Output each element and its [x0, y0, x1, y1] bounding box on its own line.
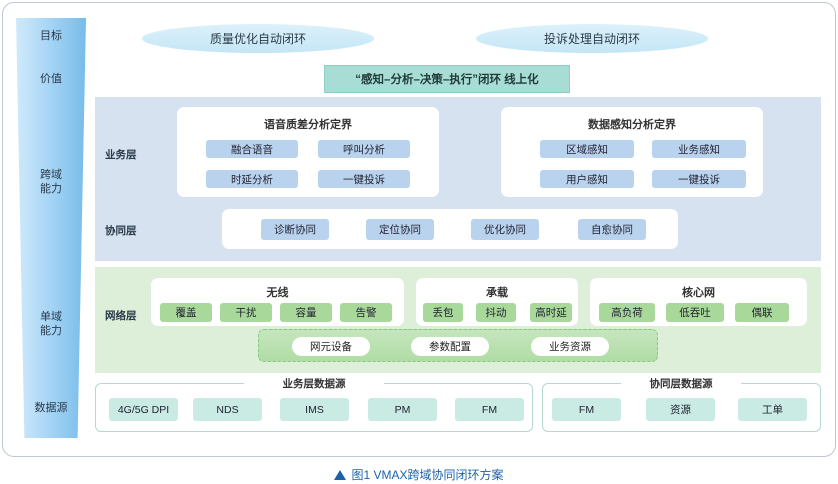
- wireless-item: 告警: [340, 303, 392, 322]
- goal-complaint: 投诉处理自动闭环: [476, 24, 708, 53]
- wireless-title: 无线: [266, 287, 289, 299]
- wireless-item: 干扰: [220, 303, 272, 322]
- datasource-item: 工单: [738, 398, 807, 421]
- figure-caption-text: 图1 VMAX跨域协同闭环方案: [351, 468, 504, 482]
- label-single-domain: 单域 能力: [40, 311, 62, 337]
- coop-item: 优化协同: [471, 219, 539, 240]
- label-cross-domain: 跨域 能力: [40, 169, 62, 195]
- coop-item: 自愈协同: [578, 219, 646, 240]
- label-value: 价值: [40, 73, 62, 85]
- resource-item: 网元设备: [292, 337, 370, 356]
- value-box: “感知–分析–决策–执行”闭环 线上化: [324, 65, 570, 93]
- label-datasource: 数据源: [34, 402, 68, 414]
- coop-item: 定位协同: [366, 219, 434, 240]
- core-title: 核心网: [682, 287, 715, 299]
- coop-datasource-title: 协同层数据源: [621, 376, 741, 391]
- left-category-bar: [16, 18, 86, 438]
- wireless-item: 容量: [280, 303, 332, 322]
- data-panel-title: 数据感知分析定界: [588, 119, 676, 131]
- datasource-item: 资源: [646, 398, 715, 421]
- bearer-title: 承载: [486, 287, 508, 299]
- data-item: 一键投诉: [652, 170, 746, 188]
- business-layer-label: 业务层: [105, 149, 137, 161]
- datasource-item: FM: [552, 398, 621, 421]
- coop-item: 诊断协同: [261, 219, 329, 240]
- datasource-item: NDS: [193, 398, 262, 421]
- resource-item: 业务资源: [531, 337, 609, 356]
- label-goal: 目标: [40, 30, 62, 42]
- bearer-item: 抖动: [476, 303, 516, 322]
- core-item: 偶联: [735, 303, 789, 322]
- triangle-icon: [334, 470, 347, 480]
- voice-item: 时延分析: [206, 170, 298, 188]
- datasource-item: 4G/5G DPI: [109, 398, 178, 421]
- data-item: 区域感知: [540, 140, 634, 158]
- datasource-item: FM: [455, 398, 524, 421]
- data-item: 用户感知: [540, 170, 634, 188]
- voice-item: 一键投诉: [318, 170, 410, 188]
- datasource-item: IMS: [280, 398, 349, 421]
- core-item: 低吞吐: [666, 303, 724, 322]
- resource-item: 参数配置: [411, 337, 489, 356]
- voice-item: 融合语音: [206, 140, 298, 158]
- network-layer-label: 网络层: [105, 310, 137, 322]
- data-item: 业务感知: [652, 140, 746, 158]
- figure-caption: 图1 VMAX跨域协同闭环方案: [0, 466, 838, 483]
- business-datasource-title: 业务层数据源: [244, 376, 384, 391]
- coop-layer-label: 协同层: [105, 225, 137, 237]
- core-item: 高负荷: [599, 303, 655, 322]
- datasource-item: PM: [368, 398, 437, 421]
- bearer-item: 高时延: [530, 303, 572, 322]
- goal-quality: 质量优化自动闭环: [142, 24, 374, 53]
- bearer-item: 丢包: [423, 303, 463, 322]
- voice-panel-title: 语音质差分析定界: [264, 119, 352, 131]
- wireless-item: 覆盖: [160, 303, 212, 322]
- voice-item: 呼叫分析: [318, 140, 410, 158]
